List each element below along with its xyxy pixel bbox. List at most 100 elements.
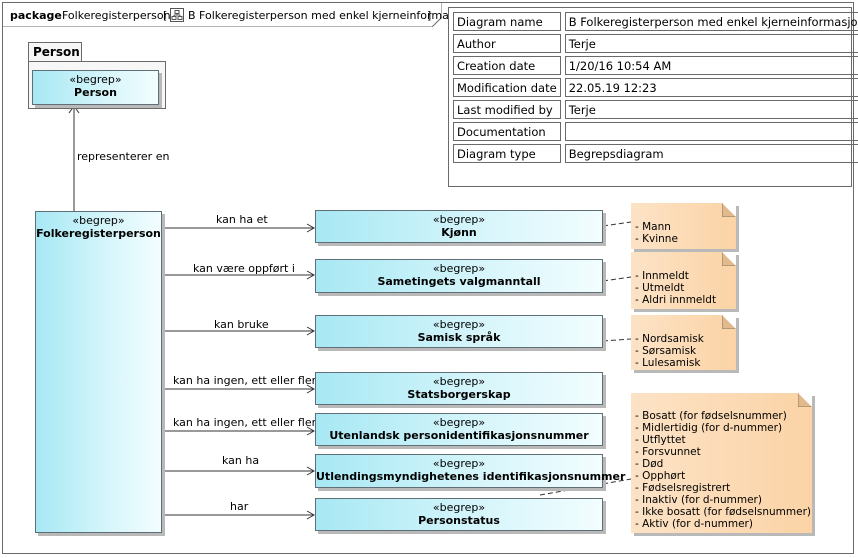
class-name: Kjønn xyxy=(441,226,477,239)
note-item: - Mann xyxy=(635,221,671,233)
note-samisk-values[interactable]: - Nordsamisk - Sørsamisk - Lulesamisk xyxy=(631,315,736,370)
note-item: - Sørsamisk xyxy=(635,345,697,357)
association-label-statsborgerskap: kan ha ingen, ett eller flere xyxy=(173,374,323,387)
note-item: - Forsvunnet xyxy=(635,446,701,458)
note-item: - Utmeldt xyxy=(635,282,685,294)
stereotype-label: «begrep» xyxy=(69,73,122,86)
info-key: Creation date xyxy=(453,56,561,75)
class-utenlandsk-personidentifikasjonsnummer[interactable]: «begrep» Utenlandsk personidentifikasjon… xyxy=(315,413,603,446)
class-name: Utlendingsmyndighetenes identifikasjonsn… xyxy=(316,470,626,483)
note-corner xyxy=(798,393,812,407)
stereotype-label: «begrep» xyxy=(432,457,486,470)
note-item: - Kvinne xyxy=(635,233,678,245)
stereotype-label: «begrep» xyxy=(432,416,486,429)
class-person[interactable]: «begrep» Person xyxy=(32,70,159,105)
stereotype-label: «begrep» xyxy=(432,375,486,388)
note-item: - Utflyttet xyxy=(635,434,686,446)
note-item: - Nordsamisk xyxy=(635,333,704,345)
note-list: - Innmeldt - Utmeldt - Aldri innmeldt xyxy=(635,270,716,306)
association-label-utenlandsk: kan ha ingen, ett eller flere xyxy=(173,416,323,429)
info-value xyxy=(564,122,858,141)
class-name: Folkeregisterperson xyxy=(36,227,161,240)
note-personstatus-values[interactable]: - Bosatt (for fødselsnummer) - Midlertid… xyxy=(631,393,812,533)
frame-tab-outline xyxy=(2,2,442,27)
info-value: 1/20/16 10:54 AM xyxy=(564,56,858,75)
info-value: B Folkeregisterperson med enkel kjernein… xyxy=(564,12,858,31)
frame-bracket-open: [ xyxy=(163,9,168,22)
note-kjonn-values[interactable]: - Mann - Kvinne xyxy=(631,203,736,249)
info-key: Documentation xyxy=(453,122,561,141)
note-item: - Ikke bosatt (for fødselsnummer) xyxy=(635,506,811,518)
frame-bracket-close: ] xyxy=(427,9,432,22)
class-name: Sametingets valgmanntall xyxy=(377,275,541,288)
association-label-samisk: kan bruke xyxy=(214,318,269,331)
stereotype-label: «begrep» xyxy=(72,214,125,227)
info-value: Terje xyxy=(564,100,858,119)
info-key: Modification date xyxy=(453,78,561,97)
info-key: Diagram name xyxy=(453,12,561,31)
info-row: Documentation xyxy=(453,122,858,141)
note-item: - Inaktiv (for d-nummer) xyxy=(635,494,762,506)
stereotype-label: «begrep» xyxy=(432,262,486,275)
person-package-tab[interactable]: Person xyxy=(28,42,82,62)
note-corner xyxy=(722,252,736,266)
stereotype-label: «begrep» xyxy=(432,213,486,226)
frame-diagram-name: B Folkeregisterperson med enkel kjernein… xyxy=(188,9,472,22)
note-corner xyxy=(722,315,736,329)
info-key: Last modified by xyxy=(453,100,561,119)
diagram-icon xyxy=(170,7,184,26)
class-folkeregisterperson[interactable]: «begrep» Folkeregisterperson xyxy=(35,211,162,533)
association-label-personstatus: har xyxy=(230,500,249,513)
note-item: - Aktiv (for d-nummer) xyxy=(635,518,753,530)
info-key: Diagram type xyxy=(453,144,561,163)
class-name: Statsborgerskap xyxy=(407,388,511,401)
note-valgmanntall-values[interactable]: - Innmeldt - Utmeldt - Aldri innmeldt xyxy=(631,252,736,309)
generalization-label: representerer en xyxy=(77,150,170,163)
info-value: 22.05.19 12:23 xyxy=(564,78,858,97)
association-label-utlendings: kan ha xyxy=(222,454,260,467)
class-name: Samisk språk xyxy=(417,331,501,344)
note-list: - Mann - Kvinne xyxy=(635,221,678,245)
note-item: - Bosatt (for fødselsnummer) xyxy=(635,410,787,422)
frame-keyword: package xyxy=(10,9,62,22)
association-label-sameting: kan være oppført i xyxy=(193,262,295,275)
info-value: Begrepsdiagram xyxy=(564,144,858,163)
class-name: Personstatus xyxy=(418,514,500,527)
frame-package-name: Folkeregisterperson xyxy=(62,9,171,22)
note-list: - Bosatt (for fødselsnummer) - Midlertid… xyxy=(635,410,811,530)
class-sametingets-valgmanntall[interactable]: «begrep» Sametingets valgmanntall xyxy=(315,259,603,293)
frame-header: package Folkeregisterperson [ B Folkereg… xyxy=(2,2,471,27)
note-item: - Innmeldt xyxy=(635,270,689,282)
class-kjonn[interactable]: «begrep» Kjønn xyxy=(315,210,603,243)
note-item: - Død xyxy=(635,458,664,470)
association-label-kjonn: kan ha et xyxy=(216,213,268,226)
note-item: - Lulesamisk xyxy=(635,357,701,369)
association-lines xyxy=(163,223,316,520)
note-list: - Nordsamisk - Sørsamisk - Lulesamisk xyxy=(635,333,704,369)
note-anchors xyxy=(539,221,632,496)
note-item: - Fødselsregistrert xyxy=(635,482,731,494)
info-value: Terje xyxy=(564,34,858,53)
note-corner xyxy=(722,203,736,217)
note-item: - Opphørt xyxy=(635,470,686,482)
note-item: - Midlertidig (for d-nummer) xyxy=(635,422,783,434)
class-samisk-sprak[interactable]: «begrep» Samisk språk xyxy=(315,315,603,348)
note-item: - Aldri innmeldt xyxy=(635,294,717,306)
info-key: Author xyxy=(453,34,561,53)
class-personstatus[interactable]: «begrep» Personstatus xyxy=(315,498,603,531)
stereotype-label: «begrep» xyxy=(432,318,486,331)
class-statsborgerskap[interactable]: «begrep» Statsborgerskap xyxy=(315,372,603,405)
class-utlendingsmyndighetenes-identifikasjonsnummer[interactable]: «begrep» Utlendingsmyndighetenes identif… xyxy=(315,454,626,488)
class-name: Person xyxy=(74,86,117,99)
stereotype-label: «begrep» xyxy=(432,501,486,514)
class-name: Utenlandsk personidentifikasjonsnummer xyxy=(329,429,589,442)
